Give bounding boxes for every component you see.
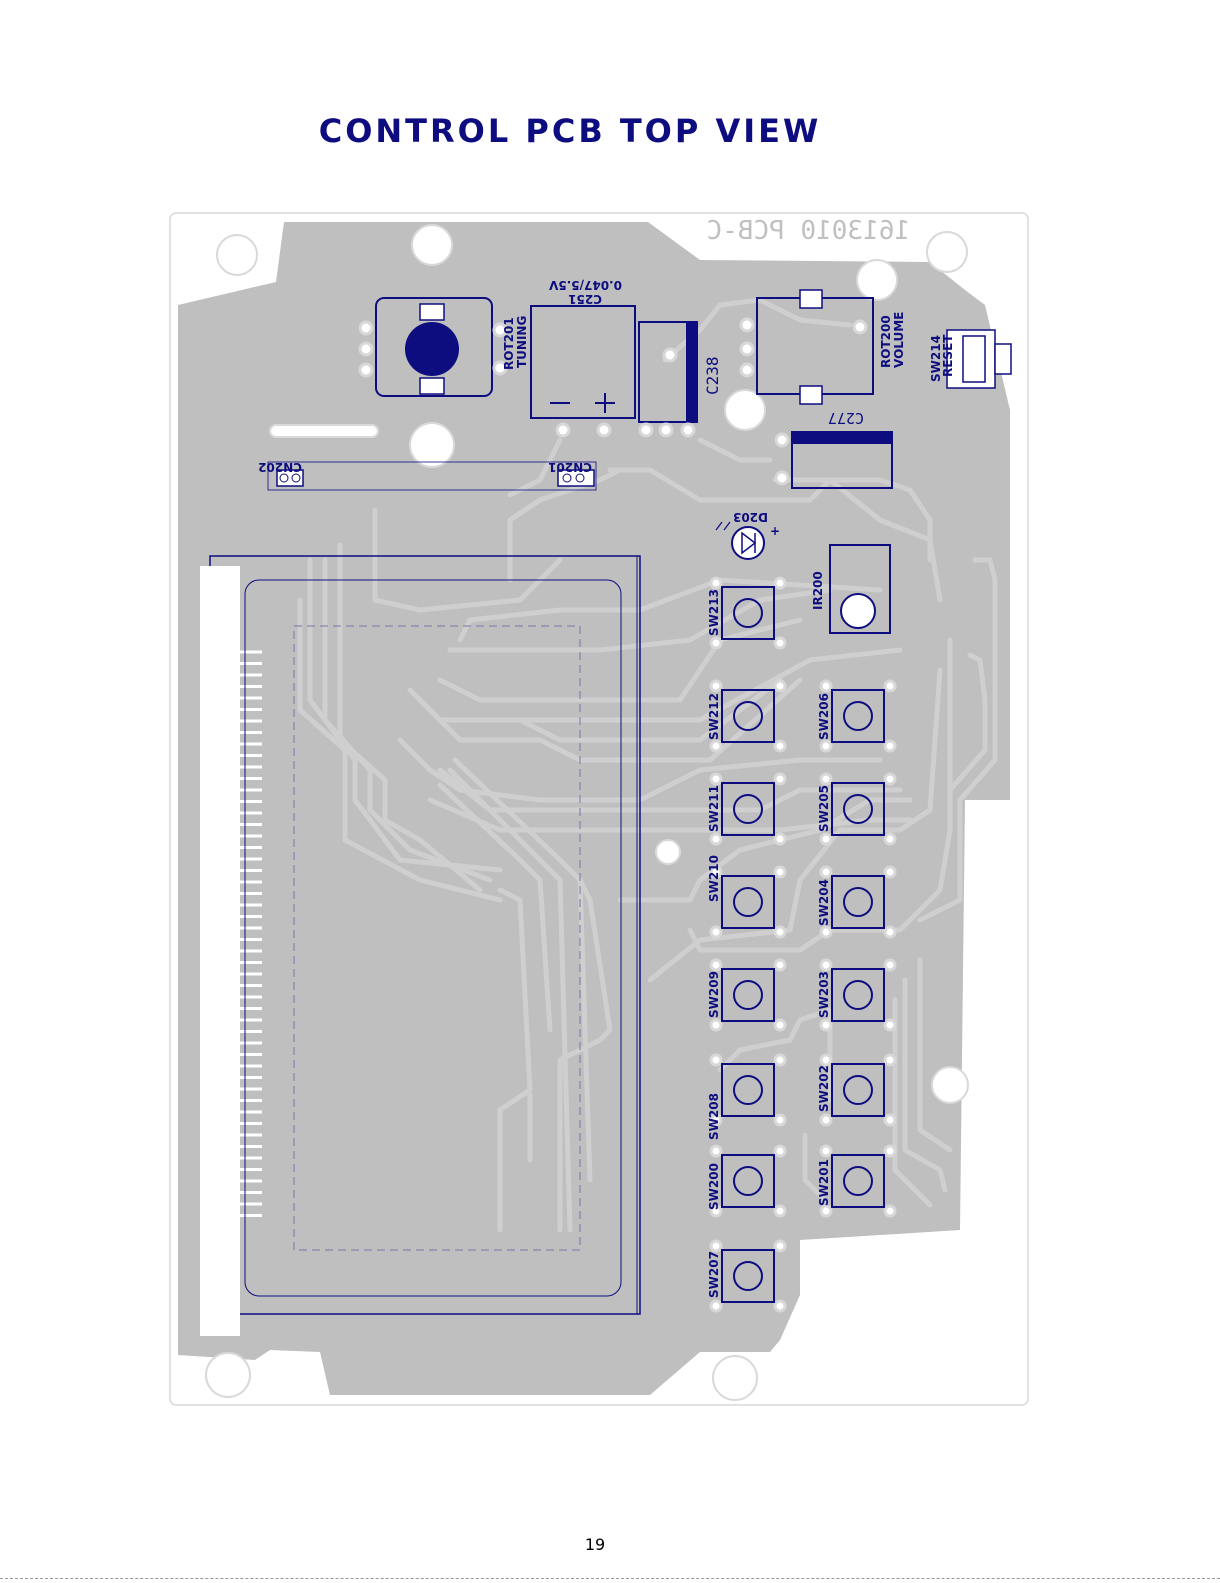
switch-pad [711, 774, 721, 784]
switch-pad [775, 1301, 785, 1311]
switch-pad [821, 1206, 831, 1216]
switch-pad [775, 774, 785, 784]
switch-pad [711, 741, 721, 751]
switch-pad [885, 927, 895, 937]
mounting-hole [857, 260, 897, 300]
switch-pad [821, 681, 831, 691]
switch-pad [885, 1206, 895, 1216]
switch-pad [711, 1241, 721, 1251]
switch-pad [885, 681, 895, 691]
page-number: 19 [0, 1535, 1190, 1554]
switch-pad [775, 867, 785, 877]
switch-pad [775, 578, 785, 588]
switch-pad [821, 927, 831, 937]
switch-pad [885, 774, 895, 784]
volume-label: VOLUME [892, 312, 906, 368]
mounting-hole [927, 232, 967, 272]
sw210-label: SW210 [707, 855, 721, 902]
switch-pad [821, 741, 831, 751]
mounting-hole [932, 1067, 968, 1103]
sw204-label: SW204 [817, 879, 831, 926]
switch-pad [821, 834, 831, 844]
switch-pad [775, 681, 785, 691]
sw207-label: SW207 [707, 1251, 721, 1298]
sw211-label: SW211 [707, 785, 721, 832]
mounting-hole [656, 840, 680, 864]
rot201-label: ROT201 [502, 317, 516, 370]
capacitor-rating: 0.047/5.5V [548, 278, 622, 292]
switch-pad [821, 960, 831, 970]
mounting-hole [412, 225, 452, 265]
switch-pad [885, 741, 895, 751]
sw206-label: SW206 [817, 693, 831, 740]
lcd-flex-tab [200, 566, 240, 1336]
mounting-hole [725, 390, 765, 430]
reset-label: RESET [941, 334, 955, 377]
switch-pad [821, 1115, 831, 1125]
switch-pad [711, 927, 721, 937]
bottom-rule [0, 1578, 1220, 1579]
switch-pad [885, 1146, 895, 1156]
switch-pad [711, 834, 721, 844]
sw203-label: SW203 [817, 971, 831, 1018]
c238-label: C238 [703, 356, 722, 395]
switch-pad [821, 1146, 831, 1156]
switch-pad [775, 1146, 785, 1156]
tuning-label: TUNING [515, 316, 529, 368]
switch-pad [885, 1020, 895, 1030]
rot200-label: ROT200 [879, 315, 893, 368]
mounting-hole [217, 235, 257, 275]
switch-pad [775, 834, 785, 844]
switch-pad [885, 834, 895, 844]
sw201-label: SW201 [817, 1159, 831, 1206]
switch-pad [821, 867, 831, 877]
d203-label: D203 [733, 510, 768, 524]
switch-pad [775, 960, 785, 970]
switch-pad [711, 1020, 721, 1030]
switch-pad [711, 1146, 721, 1156]
sw213-label: SW213 [707, 589, 721, 636]
switch-pad [775, 1115, 785, 1125]
switch-pad [711, 681, 721, 691]
switch-pad [885, 960, 895, 970]
switch-pad [711, 1055, 721, 1065]
slot [270, 425, 378, 437]
sw212-label: SW212 [707, 693, 721, 740]
board-part-number: 1613010 PCB-C [707, 216, 911, 246]
switch-pad [775, 1055, 785, 1065]
switch-pad [885, 867, 895, 877]
ir200-label: IR200 [811, 571, 825, 610]
mounting-hole [410, 423, 454, 467]
switch-pad [711, 1301, 721, 1311]
mounting-hole [206, 1353, 250, 1397]
c277-label: C277 [828, 409, 864, 427]
sw202-label: SW202 [817, 1065, 831, 1112]
switch-pad [711, 638, 721, 648]
switch-pad [885, 1115, 895, 1125]
cn201-label: CN201 [548, 460, 592, 474]
c251-label: C251 [568, 292, 602, 306]
switch-pad [775, 927, 785, 937]
sw208-label: SW208 [707, 1093, 721, 1140]
switch-pad [775, 1020, 785, 1030]
switch-pad [775, 638, 785, 648]
switch-pad [775, 1241, 785, 1251]
mounting-hole [713, 1356, 757, 1400]
cn202-label: CN202 [258, 460, 302, 474]
sw205-label: SW205 [817, 785, 831, 832]
sw200-label: SW200 [707, 1163, 721, 1210]
switch-pad [775, 741, 785, 751]
d203-plus: + [770, 524, 780, 538]
switch-pad [821, 774, 831, 784]
switch-pad [821, 1055, 831, 1065]
switch-pad [711, 578, 721, 588]
switch-pad [821, 1020, 831, 1030]
switch-pad [775, 1206, 785, 1216]
switch-pad [711, 960, 721, 970]
sw209-label: SW209 [707, 971, 721, 1018]
switch-pad [885, 1055, 895, 1065]
